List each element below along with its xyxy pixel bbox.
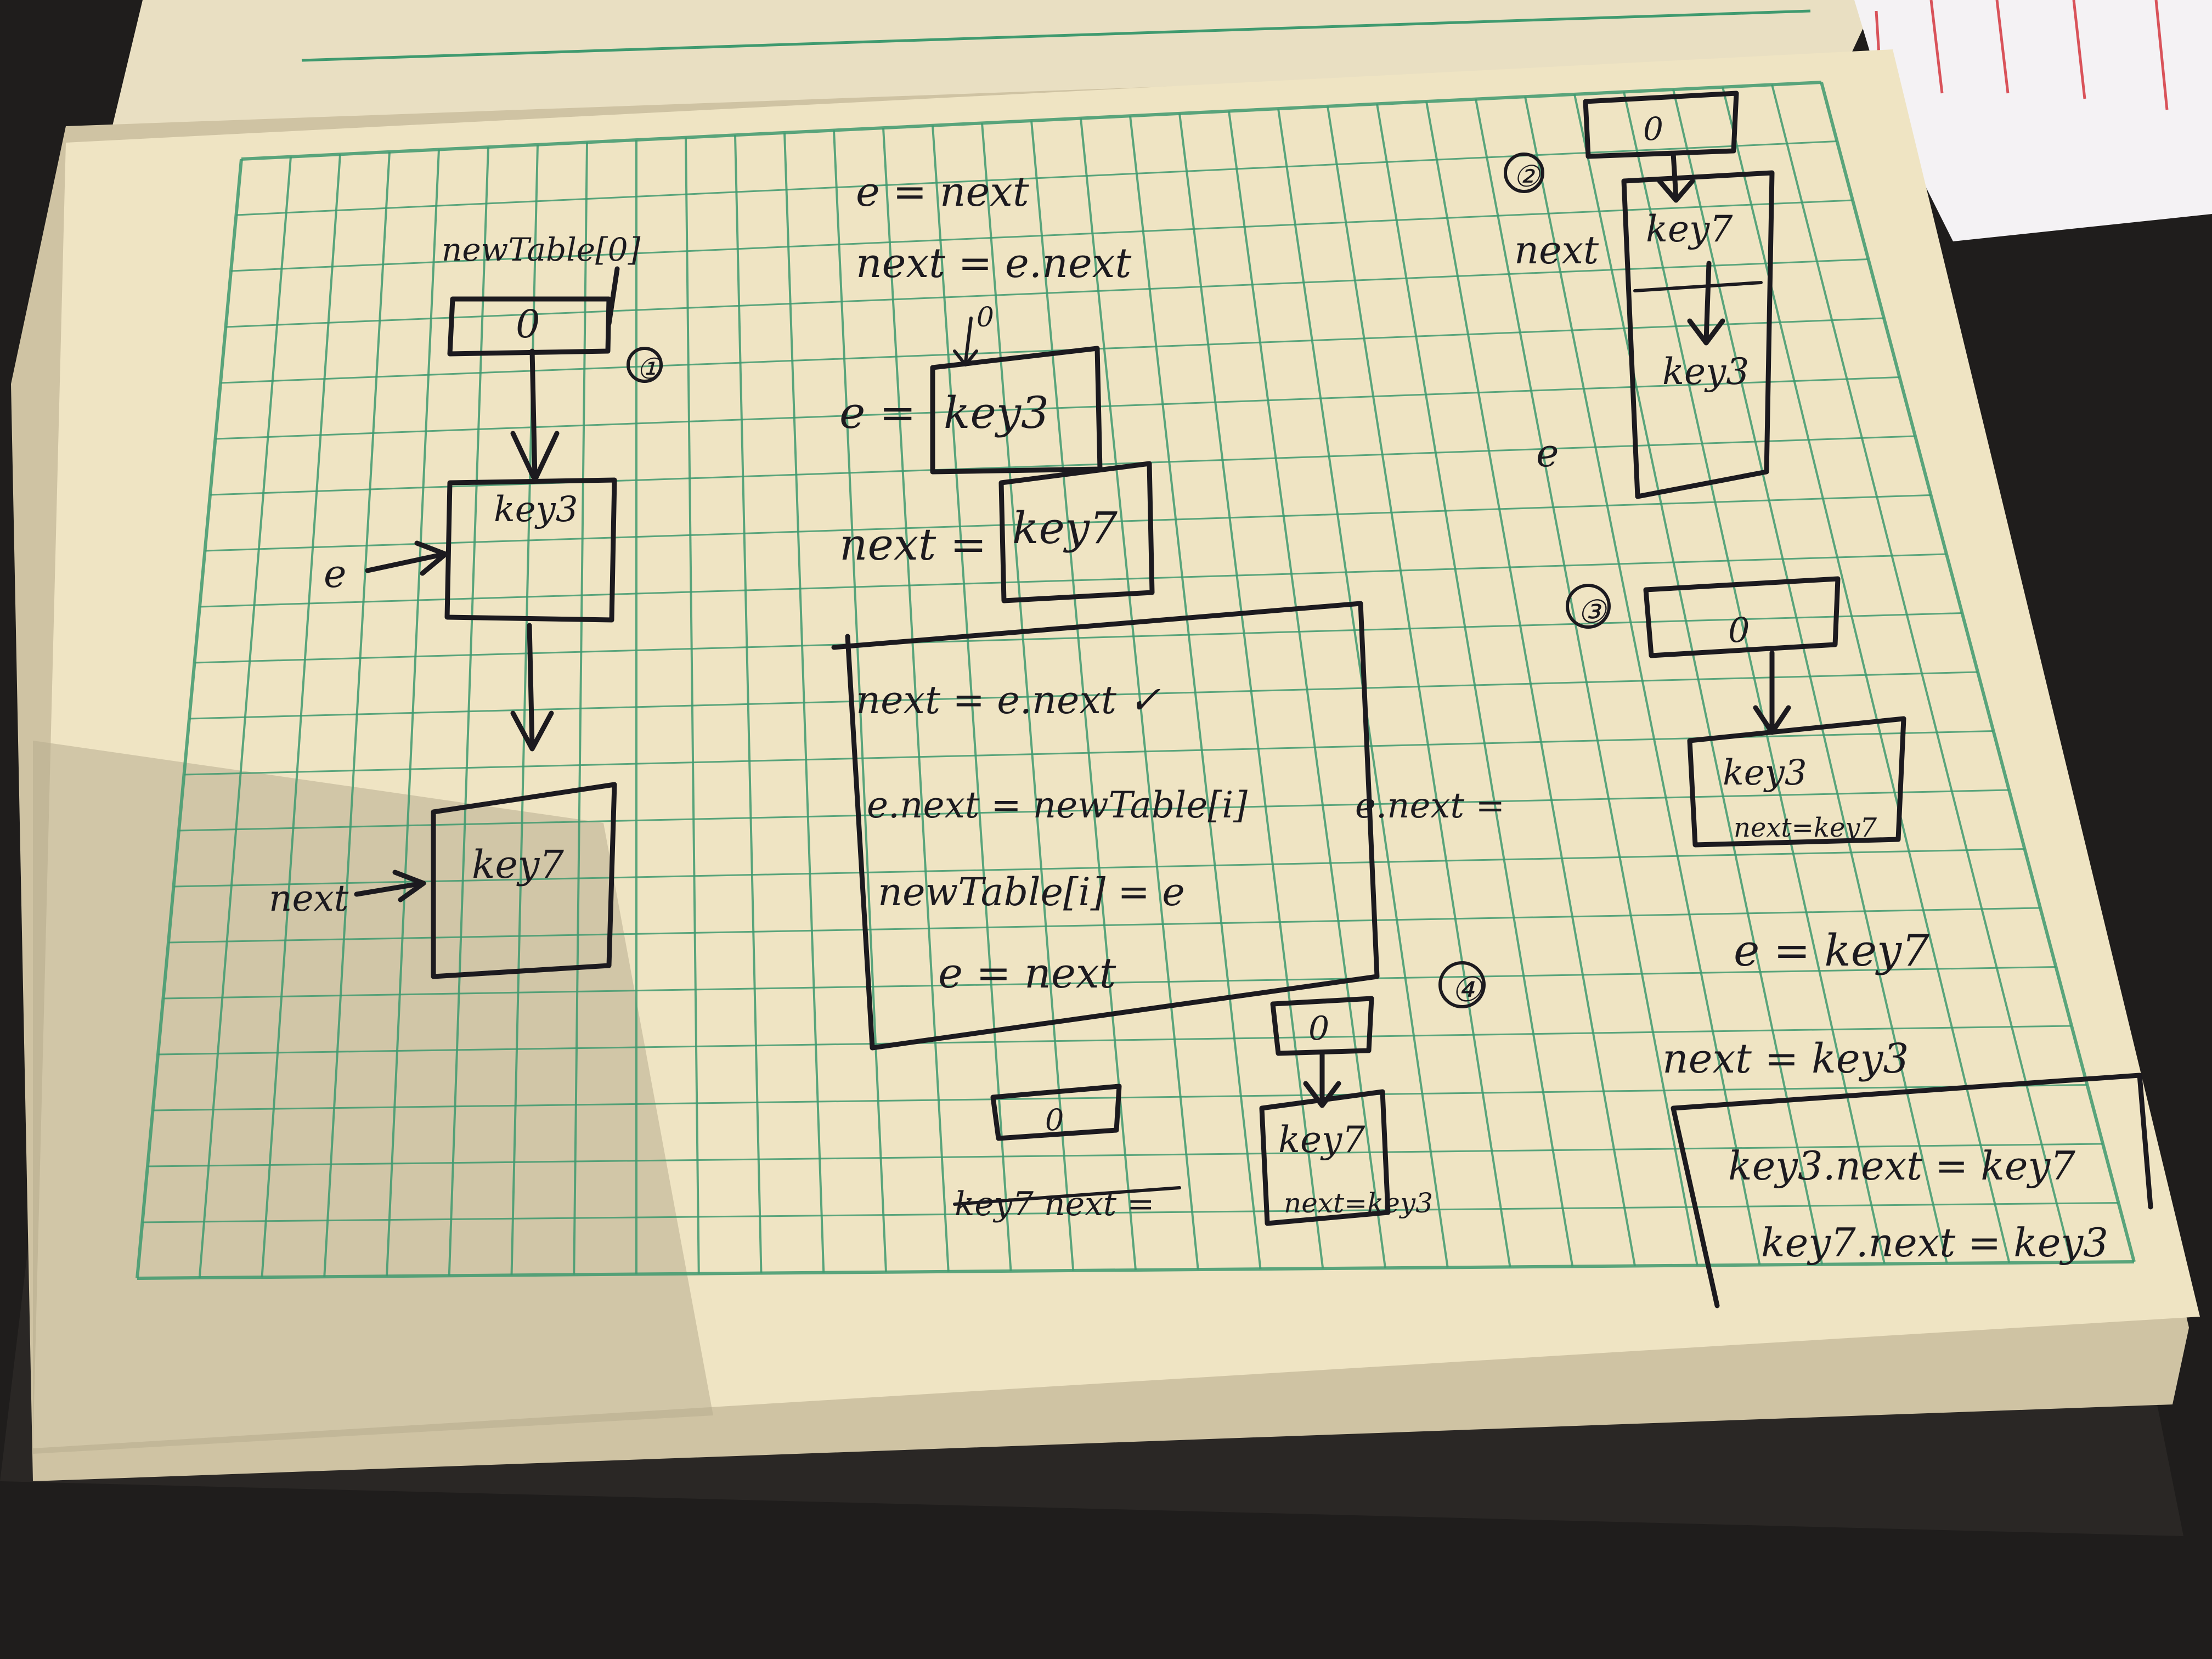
step4-node-sub: next=key3 xyxy=(1284,1187,1433,1219)
loop-line1: next = e.next ✓ xyxy=(856,678,1161,723)
grid-row-line xyxy=(142,1202,2119,1223)
grid-row-line xyxy=(168,907,2041,944)
pointer-e-label: e xyxy=(324,551,346,596)
step3-bracket-line2: key7.next = key3 xyxy=(1761,1220,2108,1266)
step3-next-line: next = key3 xyxy=(1662,1035,1909,1082)
side-note: e.next = xyxy=(1355,786,1505,826)
step1-diagram: newTable[0] 0 ① key3 e key7 next xyxy=(269,231,663,979)
step3-bracket-line1: key3.next = key7 xyxy=(1728,1143,2075,1189)
step4-marker: ④ xyxy=(1451,969,1483,1009)
middle-key7-box xyxy=(998,461,1155,603)
bucket-value: 0 xyxy=(516,302,540,347)
grid-row-line xyxy=(215,376,1900,440)
step4-bucket-box xyxy=(1270,996,1374,1056)
step1-marker-circle xyxy=(627,347,663,383)
grid-row-line xyxy=(178,789,2010,832)
tick-mark xyxy=(606,266,620,326)
grid-row-line xyxy=(230,199,1853,272)
pointer-e-arrow xyxy=(365,540,448,576)
white-paper xyxy=(1854,0,2212,241)
step2-bucket-value: 0 xyxy=(1643,110,1663,148)
next-label: next = xyxy=(839,519,987,570)
grid-row-line xyxy=(147,1143,2103,1167)
e-label: e = xyxy=(839,387,916,438)
key7-node-label: key7 xyxy=(472,842,564,887)
grid-row-line xyxy=(163,966,2056,1000)
grid-row-line xyxy=(173,848,2025,888)
step2-node1: key7 xyxy=(1646,208,1733,250)
step2-list-box xyxy=(1621,170,1775,499)
loop-line3: newTable[i] = e xyxy=(878,870,1185,915)
middle-line2: next = e.next xyxy=(856,240,1131,287)
step4-diagram: ④ 0 key7 next=key3 0 key7 next = xyxy=(953,961,1486,1226)
step2-marker: ② xyxy=(1513,159,1541,194)
step2-diagram: ② 0 key7 key3 next e xyxy=(1504,91,1775,499)
step4-small-bucket xyxy=(990,1084,1122,1141)
step2-marker-circle xyxy=(1504,153,1544,193)
step2-bucket-box xyxy=(1583,91,1739,159)
grid-row-line xyxy=(225,258,1869,328)
step4-arrow xyxy=(1303,1051,1341,1108)
step2-arrow2 xyxy=(1687,261,1725,346)
middle-line1: e = next xyxy=(856,168,1029,216)
grid-row-line xyxy=(205,494,1931,552)
step3-node-sub: next=key7 xyxy=(1734,812,1877,843)
arrow-to-key7 xyxy=(510,623,554,752)
small-zero: 0 xyxy=(977,301,994,333)
pointer-next-arrow xyxy=(354,870,426,902)
step4-small-bucket-value: 0 xyxy=(1045,1103,1064,1137)
grid-row-line xyxy=(157,1025,2072,1056)
step2-divider xyxy=(1633,281,1763,292)
step4-node: key7 xyxy=(1278,1119,1365,1161)
middle-notes: e = next next = e.next 0 e = key3 next =… xyxy=(831,168,1505,1051)
grid-row-line xyxy=(194,612,1962,664)
loop-line4: e = next xyxy=(938,949,1116,997)
pointer-next-label: next xyxy=(269,877,349,919)
top-paper-gridline xyxy=(301,9,1811,62)
step1-marker: ① xyxy=(636,353,663,386)
middle-key3: key3 xyxy=(944,387,1049,438)
grid-row-line xyxy=(220,317,1884,384)
grid-row-line xyxy=(210,435,1916,496)
top-paper xyxy=(110,0,1876,137)
key3-node-box xyxy=(444,477,617,623)
key3-node-label: key3 xyxy=(494,489,578,530)
loop-bracket xyxy=(831,601,1380,1051)
step2-e-label: e xyxy=(1536,431,1559,476)
grid-row-line xyxy=(189,671,1978,720)
grid-row-line xyxy=(236,140,1837,216)
step2-node2: key3 xyxy=(1662,351,1749,393)
grid-row-line xyxy=(199,553,1947,608)
loop-line2: e.next = newTable[i] xyxy=(867,784,1248,826)
step4-node-box xyxy=(1259,1089,1391,1226)
step4-bucket-value: 0 xyxy=(1308,1009,1329,1048)
table-label: newTable[0] xyxy=(442,231,641,268)
step2-next-label: next xyxy=(1514,228,1599,273)
step3-marker: ③ xyxy=(1577,593,1607,630)
step3-node: key3 xyxy=(1723,753,1807,793)
step3-node-box xyxy=(1687,716,1906,848)
middle-key7: key7 xyxy=(1012,503,1118,554)
strike-line xyxy=(953,1186,1181,1206)
bucket-box xyxy=(447,296,612,357)
step3-e-line: e = key7 xyxy=(1734,925,1929,976)
step3-bucket-value: 0 xyxy=(1728,610,1750,650)
step2-arrow1 xyxy=(1657,151,1695,203)
step3-bracket xyxy=(1671,1073,2153,1308)
step3-diagram: ③ 0 key3 next=key7 e = key7 next = key3 … xyxy=(1566,576,2153,1308)
step3-marker-circle xyxy=(1566,584,1611,629)
step3-bucket-box xyxy=(1643,576,1841,658)
step4-marker-circle xyxy=(1438,961,1486,1008)
key7-node-box xyxy=(431,782,617,979)
red-lines xyxy=(1875,0,2169,110)
